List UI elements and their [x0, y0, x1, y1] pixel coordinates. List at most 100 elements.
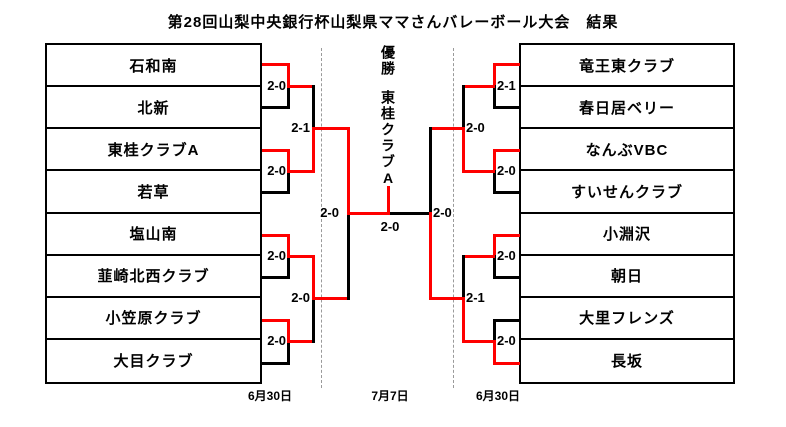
line-l-m3-top — [287, 234, 290, 258]
line-l-semi-bottom — [347, 212, 350, 300]
score-r-r2-m2: 2-1 — [466, 290, 485, 305]
team-cell: 小笠原クラブ — [47, 298, 260, 340]
line-l-team6-loser — [262, 276, 289, 279]
team-cell: 石和南 — [47, 45, 260, 88]
score-l-r1-m2: 2-0 — [267, 163, 286, 178]
line-r-m3-out — [462, 255, 495, 258]
team-cell: なんぶVBC — [521, 129, 733, 172]
team-cell: 大目クラブ — [113, 353, 194, 371]
line-l-m1-bottom — [287, 85, 290, 109]
champion-label: 優勝 — [380, 45, 396, 77]
team-cell: 北新 — [47, 87, 260, 130]
line-r-sf1-out — [429, 127, 464, 130]
date-right: 6月30日 — [475, 389, 521, 403]
team-cell: 東桂クラブA — [47, 129, 260, 172]
line-l-sf2-top — [312, 255, 315, 300]
line-l-m2-bottom — [287, 170, 290, 194]
team-cell: 朝日 — [521, 256, 733, 298]
line-r-team3-winner — [493, 149, 520, 152]
score-r-r1-m1: 2-1 — [497, 78, 516, 93]
score-r-r1-m4: 2-0 — [497, 333, 516, 348]
score-r-r1-m2: 2-0 — [497, 163, 516, 178]
line-r-m2-top — [493, 149, 496, 173]
line-l-m2-out — [287, 170, 315, 173]
line-l-m4-out — [287, 340, 315, 343]
line-l-sf2-out — [312, 297, 350, 300]
line-l-team4-loser — [262, 191, 289, 194]
team-cell: 小淵沢 — [521, 214, 733, 256]
team-cell: 長坂 — [610, 353, 643, 371]
line-r-sf2-out — [429, 297, 464, 300]
date-left: 6月30日 — [247, 389, 293, 403]
line-r-team2-loser — [493, 106, 520, 109]
line-r-semi-top — [429, 127, 432, 215]
line-l-team2-loser — [262, 106, 289, 109]
line-l-m4-top — [287, 319, 290, 343]
score-l-semifinal: 2-0 — [320, 205, 339, 220]
line-final-left-winner — [347, 212, 389, 215]
line-l-team3-winner — [262, 149, 289, 152]
line-r-team1-winner — [493, 63, 520, 66]
team-cell: 竜王東クラブ — [521, 45, 733, 88]
line-l-semi-top — [347, 127, 350, 215]
score-r-r2-m1: 2-0 — [466, 120, 485, 135]
line-l-sf1-bottom — [312, 127, 315, 173]
line-r-sf2-top — [462, 255, 465, 300]
line-l-team7-winner — [262, 319, 289, 322]
line-r-m2-out — [462, 170, 495, 173]
score-r-semifinal: 2-0 — [433, 205, 452, 220]
line-r-sf1-bottom — [462, 127, 465, 173]
line-r-m1-bottom — [493, 85, 496, 109]
line-l-team8-loser — [262, 362, 289, 365]
line-r-m4-out — [462, 340, 495, 343]
team-cell: 若草 — [47, 171, 260, 214]
line-r-m3-bottom — [493, 255, 496, 279]
line-r-team4-loser — [493, 191, 520, 194]
score-final: 2-0 — [380, 219, 400, 234]
left-bracket-table: 石和南 北新 東桂クラブA 若草 塩山南 韮崎北西クラブ 小笠原クラブ 大目クラ… — [45, 43, 262, 384]
line-r-m1-top — [493, 63, 496, 88]
line-l-m3-bottom — [287, 255, 290, 279]
line-final-right-loser — [389, 212, 430, 215]
score-l-r2-m2: 2-0 — [291, 290, 310, 305]
line-r-team8-winner — [493, 362, 520, 365]
team-cell: 大里フレンズ — [521, 298, 733, 340]
line-r-sf1-top — [462, 85, 465, 130]
line-champion-stub — [387, 186, 390, 215]
line-l-team1-winner — [262, 63, 289, 66]
line-r-semi-bottom — [429, 212, 432, 300]
score-l-r2-m1: 2-1 — [291, 120, 310, 135]
line-l-m1-top — [287, 63, 290, 88]
right-bracket-table: 竜王東クラブ 春日居ベリー なんぶVBC すいせんクラブ 小淵沢 朝日 大里フレ… — [519, 43, 735, 384]
line-r-m4-top — [493, 319, 496, 343]
score-r-r1-m3: 2-0 — [497, 248, 516, 263]
score-l-r1-m1: 2-0 — [267, 78, 286, 93]
line-r-m1-out — [462, 85, 495, 88]
score-l-r1-m3: 2-0 — [267, 248, 286, 263]
line-l-m3-out — [287, 255, 315, 258]
line-l-m4-bottom — [287, 340, 290, 365]
line-l-m2-top — [287, 149, 290, 173]
line-l-sf1-top — [312, 85, 315, 130]
round-divider-right — [453, 48, 454, 388]
line-r-m4-bottom — [493, 340, 496, 365]
line-l-sf2-bottom — [312, 297, 315, 343]
line-r-team5-winner — [493, 234, 520, 237]
team-cell: 春日居ベリー — [521, 87, 733, 130]
team-cell: 塩山南 — [47, 214, 260, 256]
line-r-team6-loser — [493, 276, 520, 279]
team-cell: すいせんクラブ — [521, 171, 733, 214]
line-l-team5-winner — [262, 234, 289, 237]
line-r-sf2-bottom — [462, 297, 465, 343]
round-divider-left — [321, 48, 322, 388]
line-r-team7-loser — [493, 319, 520, 322]
date-center: 7月7日 — [371, 389, 409, 403]
line-r-m2-bottom — [493, 170, 496, 194]
team-cell: 韮崎北西クラブ — [47, 256, 260, 298]
score-l-r1-m4: 2-0 — [267, 333, 286, 348]
line-l-m1-out — [287, 85, 315, 88]
page-title: 第28回山梨中央銀行杯山梨県ママさんバレーボール大会 結果 — [167, 14, 619, 31]
line-r-m3-top — [493, 234, 496, 258]
champion-name: 東桂クラブA — [380, 90, 396, 188]
